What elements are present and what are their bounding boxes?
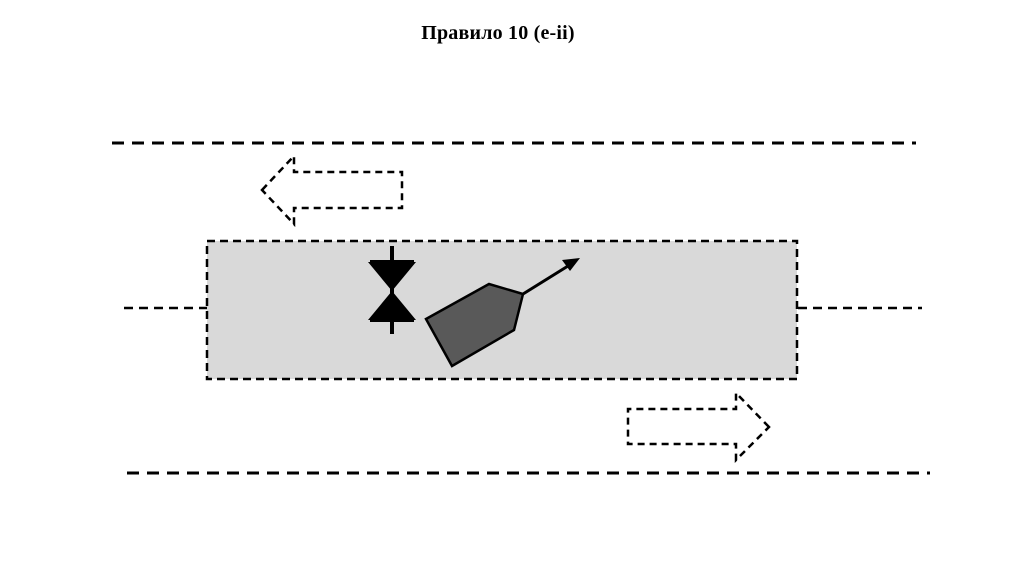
bowtie-marker-icon	[368, 246, 416, 334]
arrow-left-dashed-icon	[260, 152, 404, 228]
vessel-icon	[424, 282, 525, 368]
heading-arrow-icon	[522, 258, 580, 296]
arrow-right-dashed-icon	[626, 389, 771, 464]
diagram-title: Правило 10 (e-ii)	[421, 22, 575, 44]
